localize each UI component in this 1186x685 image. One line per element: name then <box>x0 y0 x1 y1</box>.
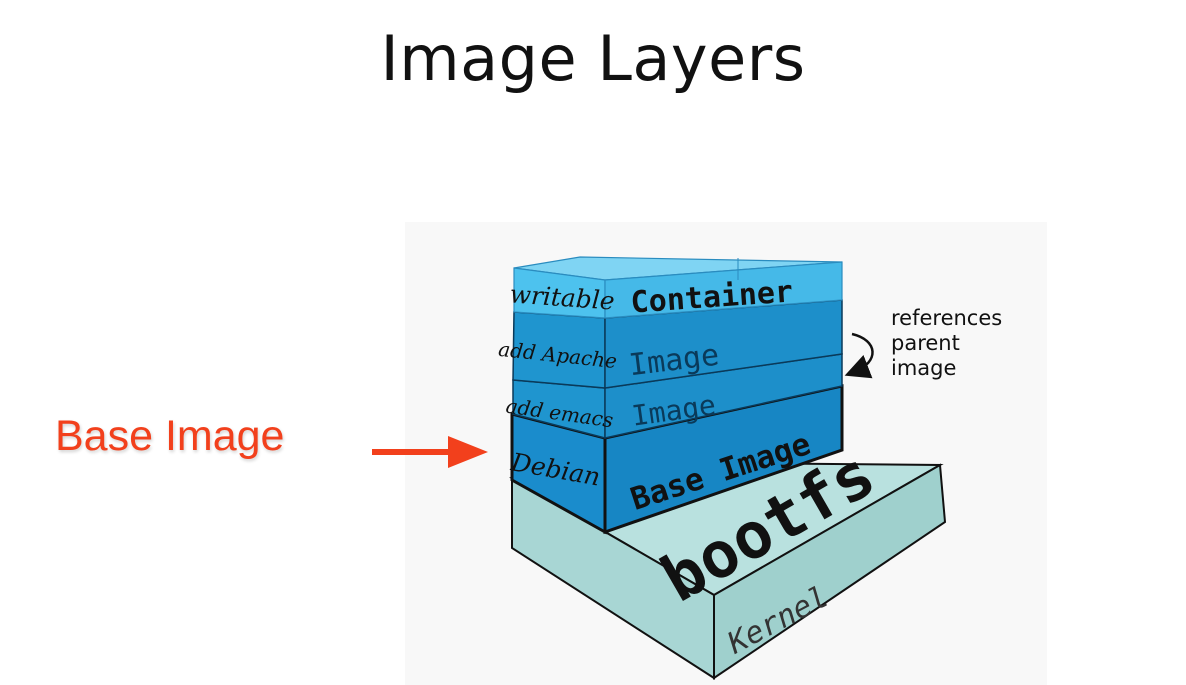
annotation-line-1: references <box>891 306 1002 330</box>
references-parent-annotation: references parent image <box>844 306 1002 380</box>
container-layer <box>513 256 843 319</box>
slide-title: Image Layers <box>380 22 806 95</box>
base-image-callout-label: Base Image <box>55 412 285 460</box>
curved-arrow-icon <box>844 332 874 379</box>
callout-arrow-icon <box>372 436 488 468</box>
annotation-line-2: parent <box>891 331 960 355</box>
annotation-line-3: image <box>891 356 956 380</box>
